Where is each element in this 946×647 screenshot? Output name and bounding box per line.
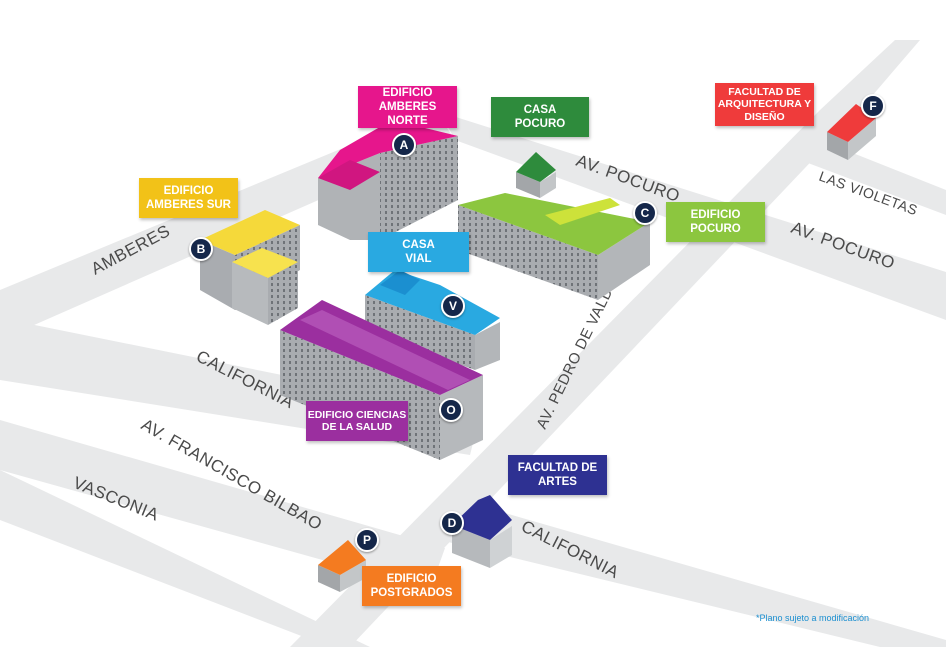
label-pocuro-line1: EDIFICIO: [690, 209, 741, 221]
label-postgrados-line1: EDIFICIO: [386, 573, 437, 585]
marker-a[interactable]: A: [392, 133, 416, 157]
label-arquitectura-line3: DISEÑO: [744, 110, 785, 123]
label-amberes-sur: EDIFICIO AMBERES SUR: [139, 178, 238, 218]
building-casa-vial[interactable]: [365, 270, 500, 370]
label-ciencias-salud-line1: EDIFICIO CIENCIAS: [307, 408, 407, 421]
marker-f[interactable]: F: [861, 94, 885, 118]
label-pocuro: EDIFICIO POCURO: [666, 202, 765, 242]
label-casa-vial-line2: VIAL: [405, 253, 432, 265]
building-amberes-norte[interactable]: [318, 120, 458, 240]
label-arquitectura: FACULTAD DE ARQUITECTURA Y DISEÑO: [715, 83, 814, 126]
label-casa-vial: CASA VIAL: [368, 232, 469, 272]
building-facultad-artes[interactable]: [452, 495, 512, 568]
label-facultad-artes: FACULTAD DE ARTES: [508, 455, 607, 495]
label-ciencias-salud-line2: DE LA SALUD: [321, 421, 393, 433]
label-amberes-sur-line2: AMBERES SUR: [146, 199, 231, 211]
label-ciencias-salud: EDIFICIO CIENCIAS DE LA SALUD: [306, 401, 408, 441]
label-facultad-artes-line2: ARTES: [538, 476, 577, 488]
label-arquitectura-line2: ARQUITECTURA Y: [717, 98, 812, 111]
label-amberes-sur-line1: EDIFICIO: [163, 185, 214, 197]
label-facultad-artes-line1: FACULTAD DE: [517, 462, 598, 474]
building-casa-pocuro[interactable]: [516, 152, 556, 198]
marker-p[interactable]: P: [355, 528, 379, 552]
label-postgrados: EDIFICIO POSTGRADOS: [362, 566, 461, 606]
label-casa-pocuro-line2: POCURO: [514, 118, 566, 130]
label-amberes-norte-line1: EDIFICIO: [382, 87, 433, 99]
disclaimer-note: *Plano sujeto a modificación: [756, 613, 870, 623]
label-casa-pocuro-line1: CASA: [523, 104, 557, 116]
marker-o[interactable]: O: [439, 398, 463, 422]
label-amberes-norte: EDIFICIO AMBERES NORTE: [358, 86, 457, 128]
label-amberes-norte-line2: AMBERES NORTE: [378, 101, 437, 127]
marker-b[interactable]: B: [189, 237, 213, 261]
building-postgrados[interactable]: [318, 540, 366, 592]
label-pocuro-line2: POCURO: [690, 223, 741, 235]
label-arquitectura-line1: FACULTAD DE: [728, 85, 801, 98]
label-casa-pocuro: CASA POCURO: [491, 97, 589, 137]
marker-d[interactable]: D: [440, 511, 464, 535]
label-casa-vial-line1: CASA: [402, 239, 435, 251]
building-amberes-sur[interactable]: [200, 210, 300, 325]
building-pocuro[interactable]: [458, 193, 650, 300]
label-postgrados-line2: POSTGRADOS: [370, 587, 453, 599]
marker-c[interactable]: C: [633, 201, 657, 225]
marker-v[interactable]: V: [441, 294, 465, 318]
